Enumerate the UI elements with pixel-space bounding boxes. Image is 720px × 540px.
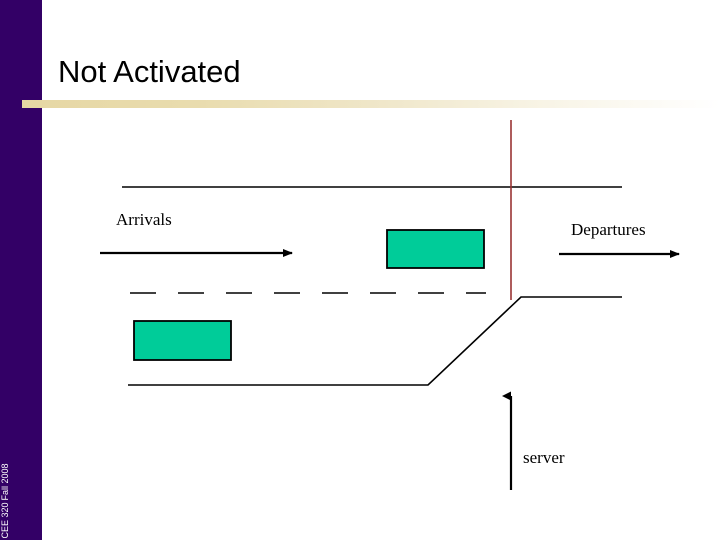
vehicle-block-lower [133, 320, 232, 361]
title-divider-rule [22, 100, 720, 108]
departures-label: Departures [571, 220, 646, 239]
page-title: Not Activated [58, 54, 241, 89]
server-label: server [523, 448, 565, 467]
bottom-road-edge-line [128, 296, 622, 386]
arrivals-label: Arrivals [116, 210, 172, 229]
vehicle-block-upper [386, 229, 485, 269]
sidebar-accent-band [0, 0, 42, 540]
title-divider-cap [22, 100, 40, 108]
